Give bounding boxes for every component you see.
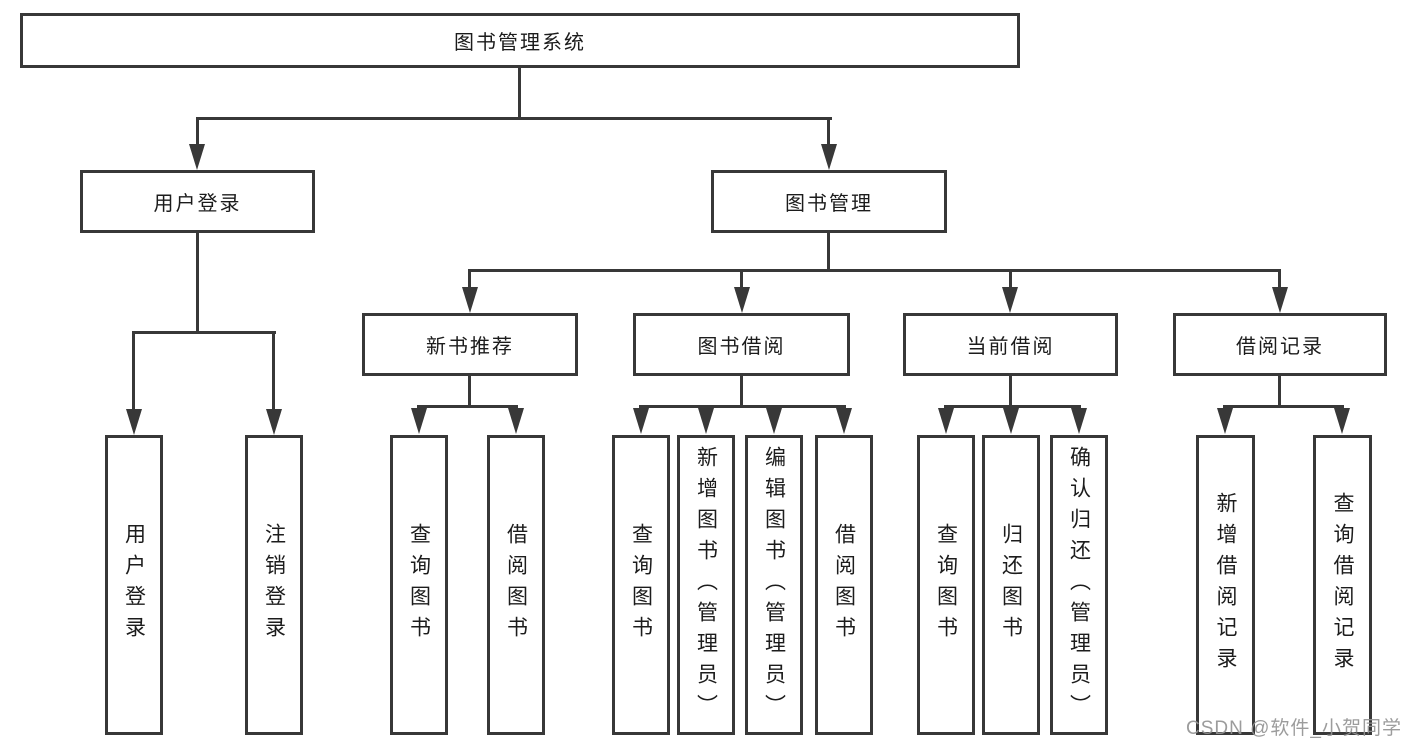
- arrowhead-down-icon: [266, 409, 282, 435]
- leaf-user-login: 用户登录: [105, 435, 163, 735]
- leaf-edit-book-admin: 编辑图书（管理员）: [745, 435, 803, 735]
- connector-rail: [196, 117, 832, 120]
- leaf-return-books: 归还图书: [982, 435, 1040, 735]
- arrowhead-down-icon: [1334, 408, 1350, 434]
- leaf-label: 新增图书（管理员）: [694, 445, 718, 725]
- connector-vline: [740, 269, 743, 289]
- connector-rail: [1223, 405, 1344, 408]
- connector-vline: [196, 117, 199, 147]
- arrowhead-down-icon: [189, 144, 205, 170]
- node-new-book-recommend: 新书推荐: [362, 313, 578, 376]
- connector-vline: [827, 233, 830, 271]
- node-label: 新书推荐: [426, 336, 514, 358]
- arrowhead-down-icon: [508, 408, 524, 434]
- arrowhead-down-icon: [766, 408, 782, 434]
- leaf-label: 确认归还（管理员）: [1067, 445, 1091, 725]
- leaf-borrow-books-recommend: 借阅图书: [487, 435, 545, 735]
- arrowhead-down-icon: [698, 408, 714, 434]
- node-label: 当前借阅: [966, 336, 1055, 358]
- connector-vline: [196, 233, 199, 332]
- connector-vline: [468, 376, 471, 407]
- arrowhead-down-icon: [836, 408, 852, 434]
- arrowhead-down-icon: [411, 408, 427, 434]
- arrowhead-down-icon: [1071, 408, 1087, 434]
- leaf-label: 用户登录: [122, 523, 146, 647]
- arrowhead-down-icon: [821, 144, 837, 170]
- connector-vline: [1278, 269, 1281, 289]
- leaf-logout: 注销登录: [245, 435, 303, 735]
- leaf-label: 归还图书: [999, 523, 1023, 647]
- connector-rail: [944, 405, 1081, 408]
- node-user-login: 用户登录: [80, 170, 315, 233]
- leaf-label: 查询图书: [407, 523, 431, 647]
- connector-vline: [1009, 376, 1012, 407]
- connector-vline: [132, 331, 135, 410]
- connector-vline: [1009, 269, 1012, 289]
- leaf-label: 编辑图书（管理员）: [762, 445, 786, 725]
- arrowhead-down-icon: [734, 287, 750, 313]
- arrowhead-down-icon: [462, 287, 478, 313]
- connector-vline: [740, 376, 743, 407]
- arrowhead-down-icon: [126, 409, 142, 435]
- arrowhead-down-icon: [938, 408, 954, 434]
- connector-vline: [468, 269, 471, 289]
- leaf-add-borrow-record: 新增借阅记录: [1196, 435, 1255, 735]
- leaf-label: 新增借阅记录: [1214, 492, 1237, 678]
- leaf-label: 查询图书: [934, 523, 958, 647]
- connector-vline: [272, 331, 275, 410]
- connector-rail: [417, 405, 518, 408]
- leaf-confirm-return-admin: 确认归还（管理员）: [1050, 435, 1108, 735]
- leaf-add-book-admin: 新增图书（管理员）: [677, 435, 735, 735]
- node-label: 借阅记录: [1236, 336, 1324, 358]
- leaf-label: 借阅图书: [504, 523, 528, 647]
- arrowhead-down-icon: [1002, 287, 1018, 313]
- leaf-label: 查询图书: [629, 523, 653, 647]
- node-label: 图书借阅: [697, 336, 786, 358]
- node-borrowing-records: 借阅记录: [1173, 313, 1387, 376]
- leaf-borrow-books-borrowing: 借阅图书: [815, 435, 873, 735]
- leaf-query-books-recommend: 查询图书: [390, 435, 448, 735]
- node-label: 图书管理: [785, 193, 873, 215]
- arrowhead-down-icon: [633, 408, 649, 434]
- node-current-borrowing: 当前借阅: [903, 313, 1118, 376]
- node-library-management-system: 图书管理系统: [20, 13, 1020, 68]
- arrowhead-down-icon: [1272, 287, 1288, 313]
- connector-rail: [639, 405, 846, 408]
- connector-rail: [468, 269, 1281, 272]
- connector-vline: [518, 68, 521, 120]
- leaf-query-borrow-record: 查询借阅记录: [1313, 435, 1372, 735]
- node-book-borrowing: 图书借阅: [633, 313, 850, 376]
- node-book-management: 图书管理: [711, 170, 947, 233]
- leaf-label: 借阅图书: [832, 523, 856, 647]
- leaf-label: 注销登录: [262, 523, 286, 647]
- arrowhead-down-icon: [1217, 408, 1233, 434]
- arrowhead-down-icon: [1003, 408, 1019, 434]
- leaf-query-books-borrowing: 查询图书: [612, 435, 670, 735]
- connector-vline: [827, 117, 830, 147]
- node-label: 图书管理系统: [454, 32, 586, 54]
- connector-vline: [1278, 376, 1281, 407]
- connector-rail: [132, 331, 276, 334]
- leaf-query-books-current: 查询图书: [917, 435, 975, 735]
- csdn-watermark: CSDN @软件_小贺同学: [1186, 718, 1402, 739]
- node-label: 用户登录: [153, 193, 242, 215]
- leaf-label: 查询借阅记录: [1331, 492, 1354, 678]
